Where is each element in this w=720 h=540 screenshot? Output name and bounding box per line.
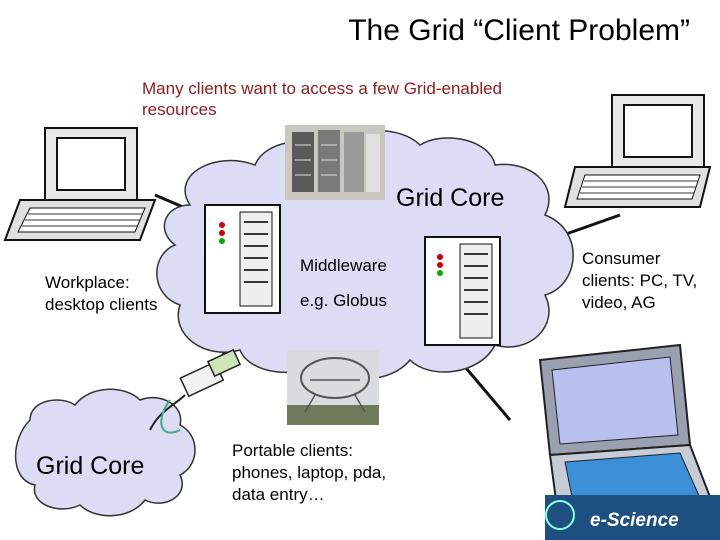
portable-clients-label: Portable clients: phones, laptop, pda, d… [232,441,387,504]
desktop-computer-icon [3,127,157,241]
globus-label: e.g. Globus [300,291,387,310]
workplace-clients-label: Workplace: desktop clients [45,273,158,314]
small-grid-core-cloud [14,388,196,517]
escience-logo [545,495,720,540]
escience-logo-text: e-Science [590,510,679,531]
middleware-label: Middleware [300,256,387,275]
page-title: The Grid “Client Problem” [348,14,690,47]
supercomputer-photo [285,125,385,200]
small-grid-core-label: Grid Core [36,452,145,480]
consumer-clients-label: Consumer clients: PC, TV, video, AG [582,249,698,312]
server-rack-icon [424,236,501,346]
grid-core-label: Grid Core [396,184,505,212]
subtitle: Many clients want to access a few Grid-e… [142,79,503,119]
cable-plug-icon [149,348,242,434]
telescope-photo [287,350,379,425]
desktop-computer-icon [563,94,712,208]
server-rack-icon [204,204,281,314]
